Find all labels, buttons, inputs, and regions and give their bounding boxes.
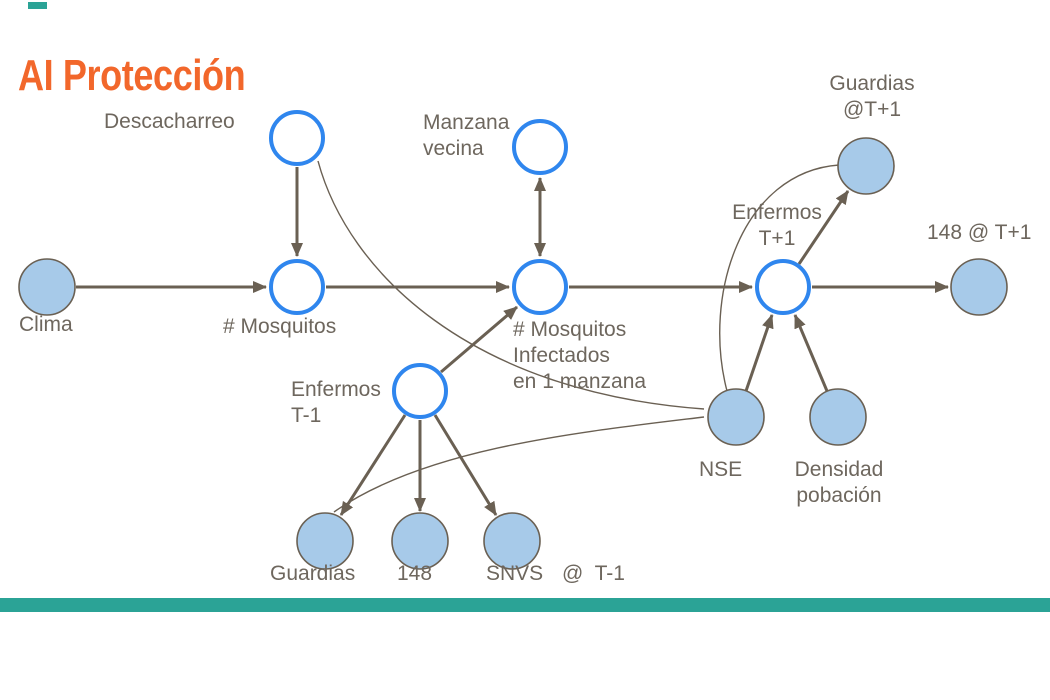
edge-nse-guardias-t-1: [333, 416, 705, 513]
edge-enfermos-t-1-guardias: [339, 414, 407, 516]
edge-densidad-enfermos-t+1: [793, 314, 829, 392]
label-guardias-t-1: Guardias: [270, 562, 356, 585]
label-descacharreo: Descacharreo: [104, 110, 235, 133]
edge-descacharreo-nse: [317, 160, 705, 410]
node-descacharreo: [269, 110, 325, 166]
accent-dash: [28, 2, 47, 9]
label-148-t-1: 148: [397, 562, 433, 585]
accent-bar: [0, 598, 1050, 612]
node-guardias-t-1: [296, 512, 354, 570]
edge-enfermos-t-1-snvs: [433, 414, 498, 516]
node-manzana-vecina: [512, 119, 568, 175]
node-snvs: [483, 512, 541, 570]
edge-enfermos-t-1-infectados: [440, 305, 518, 374]
node-mosquitos: [269, 259, 325, 315]
node-densidad-pobacion: [809, 388, 867, 446]
node-148-t-1: [391, 512, 449, 570]
node-guardias-t+1: [837, 137, 895, 195]
label-guardias-t+1: Guardias @T+1: [829, 72, 915, 121]
label-densidad-pobacion: Densidad pobación: [794, 458, 884, 507]
node-clima: [18, 258, 76, 316]
weak-edges: [317, 160, 840, 513]
node-mosquitos-infectados: [512, 259, 568, 315]
node-148-t+1: [950, 258, 1008, 316]
edge-enfermos-guardias-t+1: [797, 190, 850, 265]
label-at-t-1: @ T-1: [562, 562, 625, 585]
edge-nse-guardias-t+1: [719, 164, 840, 392]
node-enfermos-t-1: [392, 363, 448, 419]
label-enfermos-t+1: Enfermos T+1: [732, 201, 822, 250]
label-enfermos-t-1: Enfermos T-1: [291, 378, 381, 427]
edge-nse-enfermos-t+1: [744, 314, 774, 392]
label-snvs: SNVS: [486, 562, 544, 585]
label-mosquitos: # Mosquitos: [223, 315, 337, 338]
label-clima: Clima: [19, 313, 73, 336]
page-title: AI Protección: [18, 51, 246, 100]
edges: [76, 167, 949, 516]
label-148-t+1: 148 @ T+1: [927, 221, 1032, 244]
label-mosquitos-infectados: # Mosquitos Infectados en 1 manzana: [513, 318, 647, 393]
label-manzana-vecina: Manzana vecina: [423, 111, 510, 160]
node-enfermos-t+1: [755, 259, 811, 315]
label-nse: NSE: [699, 458, 743, 481]
node-nse: [707, 388, 765, 446]
nodes: [18, 110, 1008, 570]
